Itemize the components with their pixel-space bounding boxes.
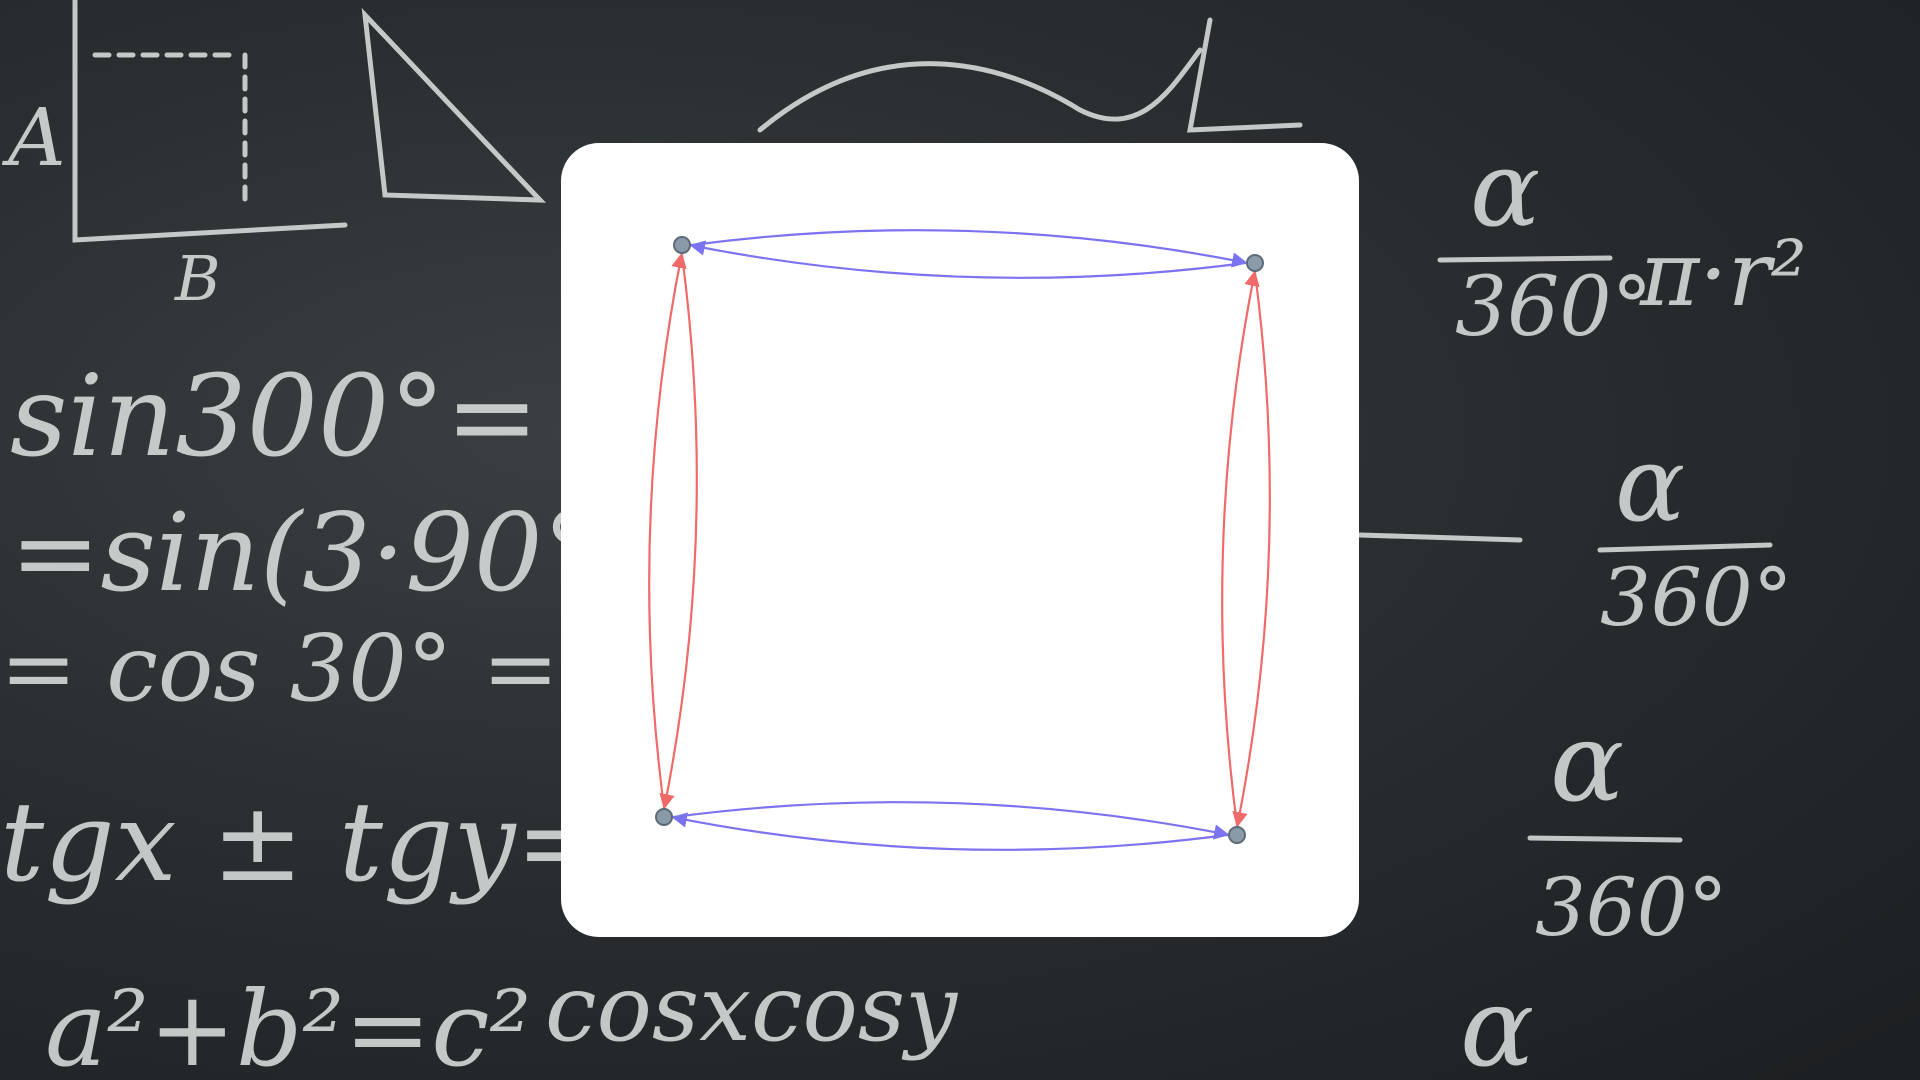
- chalk-text: 360°: [1600, 551, 1793, 644]
- chalk-text: α: [1460, 963, 1534, 1080]
- chalk-fraction-bar-3: [1597, 542, 1773, 553]
- edge-n4-to-n2: [1221, 270, 1260, 828]
- chalk-text: 360°: [1535, 861, 1728, 954]
- chalk-text: a²+b²=c²: [45, 968, 531, 1080]
- nodes-layer: [655, 236, 1264, 844]
- graph-node-n1: [673, 236, 691, 254]
- chalk-text: 360°: [1455, 260, 1653, 355]
- chalk-axis-sketch: [72, 0, 348, 243]
- chalk-text: α: [1550, 698, 1624, 826]
- chalk-text: A: [1, 91, 66, 184]
- edges-layer: [648, 229, 1271, 851]
- graph-node-n4: [1228, 826, 1246, 844]
- edge-n4-to-n3: [671, 812, 1230, 851]
- chalk-text: π·r²: [1639, 222, 1807, 327]
- edge-n3-to-n1: [648, 252, 687, 810]
- chalk-curve: [757, 47, 1203, 133]
- chalk-text: tgx ± tgy=: [0, 778, 608, 906]
- graph-node-n2: [1246, 254, 1264, 272]
- chalk-text: cosxcosy: [545, 955, 958, 1062]
- edge-n1-to-n2: [689, 229, 1248, 268]
- chalk-triangle: [361, 7, 546, 203]
- edge-n1-to-n3: [659, 252, 698, 810]
- chalk-fraction-bar-1: [1437, 255, 1613, 263]
- chalk-text: = cos 30° =: [0, 615, 559, 722]
- graph-node-n3: [655, 808, 673, 826]
- chalk-text: sin300°=: [10, 352, 539, 482]
- chalk-fraction-bar-4: [1527, 835, 1683, 843]
- chalk-text: =sin(3·90°: [10, 491, 597, 616]
- edge-n2-to-n1: [689, 240, 1248, 279]
- chalk-fraction-bar-2: [1357, 532, 1523, 543]
- chalk-text: B: [174, 242, 221, 315]
- chalk-text: α: [1470, 128, 1540, 250]
- graph-diagram: [648, 229, 1271, 851]
- chalk-text: α: [1615, 423, 1685, 545]
- edge-n3-to-n4: [671, 801, 1230, 840]
- diagram-card: [561, 143, 1359, 937]
- edge-n2-to-n4: [1232, 270, 1271, 828]
- chalk-t-mark: [1186, 17, 1303, 133]
